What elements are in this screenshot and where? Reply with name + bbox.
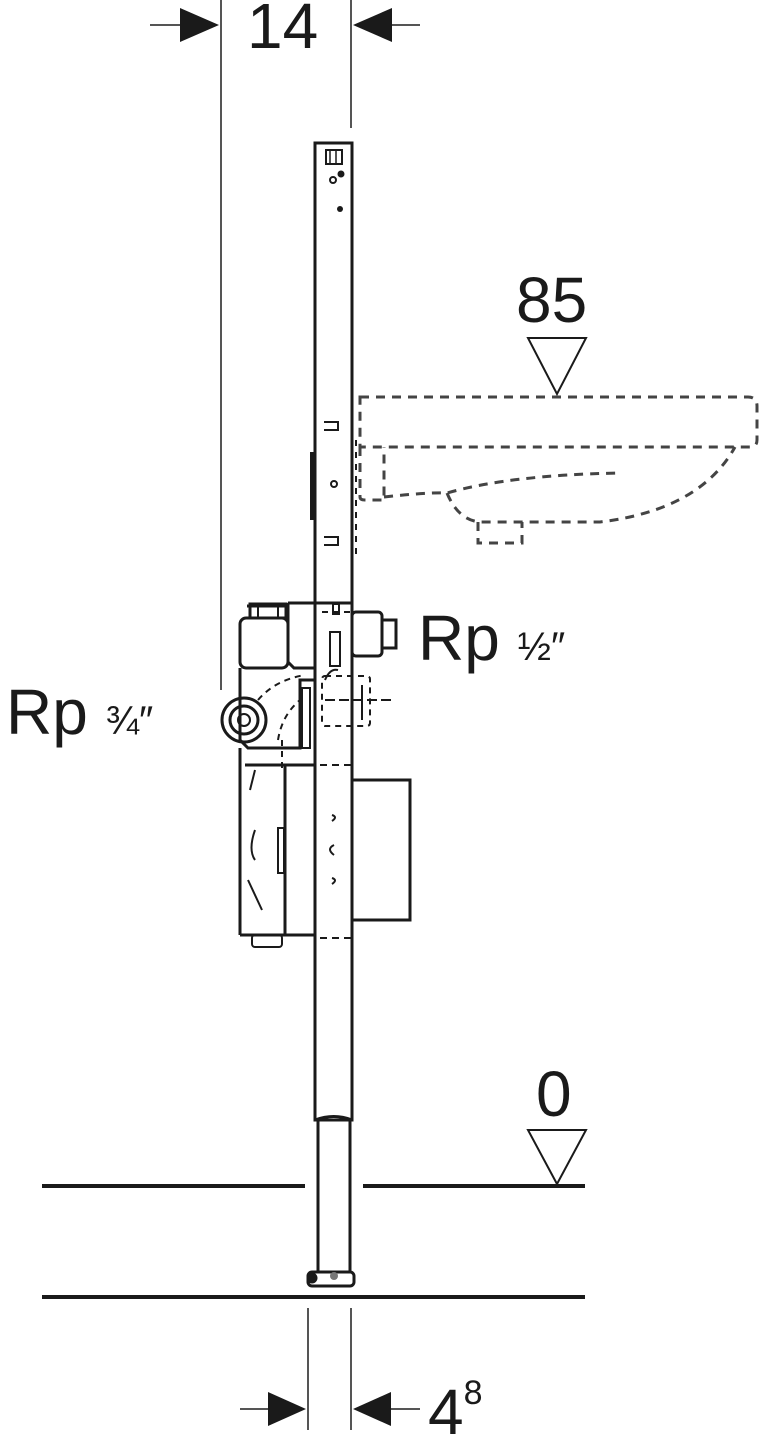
outlet-thread-size: ½″ [517, 625, 566, 669]
bottom-dimension-label: 48 [428, 1376, 483, 1444]
level-marker-0 [526, 1129, 588, 1187]
inlet-connector-icon [220, 696, 268, 744]
bottom-dimension-value: 4 [428, 1376, 464, 1448]
supply-fitting [220, 601, 398, 770]
top-dimension-label: 14 [247, 0, 319, 62]
bottom-dimension-superscript: 8 [463, 1374, 483, 1412]
outlet-thread-type: Rp [418, 602, 500, 674]
arrow-right-icon [180, 8, 219, 42]
drain-box [238, 748, 412, 948]
bottom-dimension [240, 1308, 420, 1430]
inlet-thread-size: ¾″ [105, 699, 154, 743]
frame-post [310, 141, 354, 1272]
inlet-thread-type: Rp [6, 676, 88, 748]
floor-level-label: 0 [536, 1058, 572, 1130]
top-dimension [150, 0, 420, 690]
arrow-left-icon [353, 1392, 391, 1426]
basin-height-label: 85 [516, 264, 588, 336]
outlet-connection-label: Rp ½″ [418, 606, 565, 670]
floor-lines [42, 1184, 585, 1299]
arrow-right-icon [268, 1392, 306, 1426]
inlet-connection-label: Rp ¾″ [6, 680, 153, 744]
level-marker-85 [526, 337, 588, 397]
foot-bracket [306, 1270, 356, 1288]
arrow-left-icon [353, 8, 392, 42]
washbasin-outline [358, 395, 759, 545]
